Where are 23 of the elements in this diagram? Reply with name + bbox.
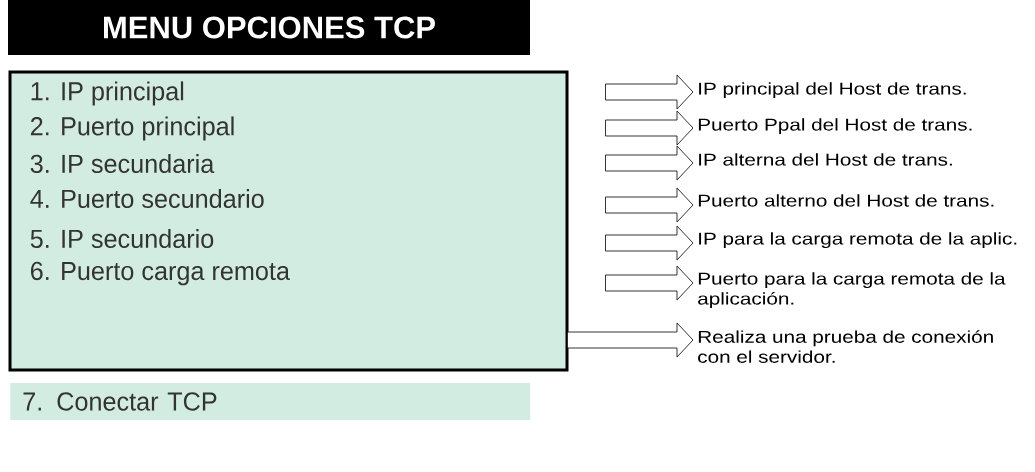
description-text: Puerto alterno del Host de trans. xyxy=(698,194,994,207)
menu-box xyxy=(8,70,569,372)
menu-item: 1. IP principal xyxy=(31,81,184,106)
block-arrow xyxy=(605,265,694,301)
menu-item: 5. IP secundario xyxy=(30,228,214,249)
description-text: Puerto para la carga remota de la aplicación. xyxy=(698,272,1006,309)
block-arrow xyxy=(605,225,694,261)
block-arrow xyxy=(605,110,694,146)
description-text: IP para la carga remota de la aplic. xyxy=(699,232,1017,249)
menu-item: 3. IP secundaria xyxy=(30,153,215,174)
block-arrow xyxy=(605,187,694,223)
description-text: IP alterna del Host de trans. xyxy=(699,153,952,166)
description-text: Realiza una prueba de conexión con el servidor. xyxy=(698,330,993,363)
title-bar: MENU OPCIONES TCP xyxy=(8,0,530,55)
block-arrow xyxy=(605,145,694,181)
description-text: IP principal del Host de trans. xyxy=(699,82,966,99)
block-arrow xyxy=(567,322,694,358)
description-text: Puerto Ppal del Host de trans. xyxy=(698,118,972,135)
menu-item: 6. Puerto carga remota xyxy=(31,261,290,286)
menu-item: 4. Puerto secundario xyxy=(30,188,264,209)
menu-item: 7. Conectar TCP xyxy=(10,383,531,420)
block-arrow xyxy=(605,74,694,110)
menu-item: 2. Puerto principal xyxy=(31,116,234,141)
